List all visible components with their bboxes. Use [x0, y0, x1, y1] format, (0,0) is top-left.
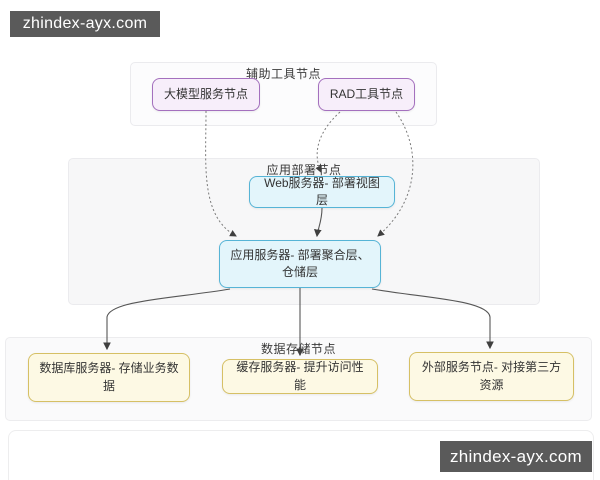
- node-database-server: 数据库服务器- 存储业务数据: [28, 353, 190, 402]
- watermark-badge-top: zhindex-ayx.com: [10, 11, 160, 37]
- watermark-badge-bottom: zhindex-ayx.com: [440, 441, 592, 472]
- node-app-server: 应用服务器- 部署聚合层、仓储层: [219, 240, 381, 288]
- next-card-edge: [8, 430, 594, 480]
- node-web-server: Web服务器- 部署视图层: [249, 176, 395, 208]
- node-external-service: 外部服务节点- 对接第三方资源: [409, 352, 574, 401]
- node-rad-tool: RAD工具节点: [318, 78, 415, 111]
- node-llm-service: 大模型服务节点: [152, 78, 260, 111]
- node-cache-server: 缓存服务器- 提升访问性能: [222, 359, 378, 394]
- group-label-auxiliary-tools: 辅助工具节点: [245, 67, 321, 81]
